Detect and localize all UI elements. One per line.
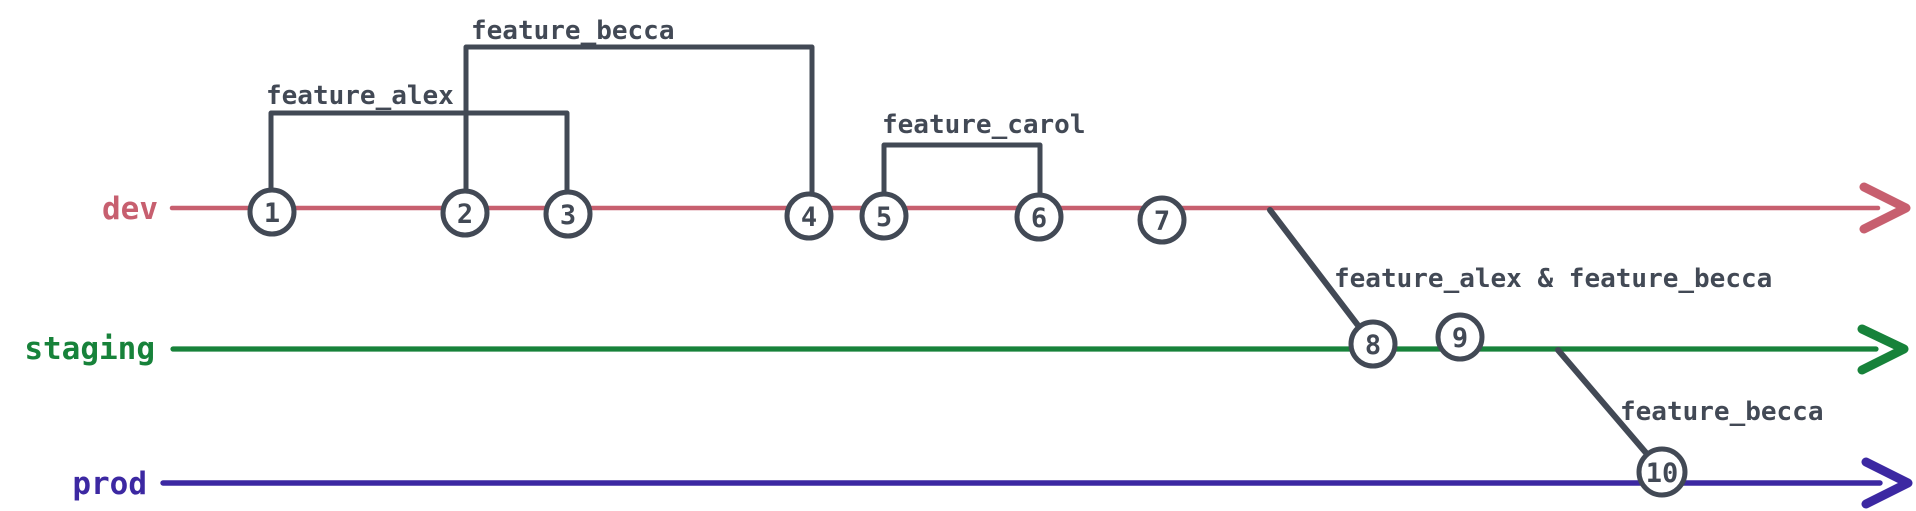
commit-number: 6 [1031, 203, 1047, 234]
merge-label: feature_alex & feature_becca [1334, 264, 1772, 294]
feature-span-label: feature_carol [882, 110, 1086, 140]
commit-number: 4 [801, 202, 817, 233]
arrow-right-icon [1859, 182, 1911, 234]
commit-circle [784, 191, 834, 241]
commit-number: 8 [1365, 330, 1381, 361]
commit-node: 3 [543, 189, 593, 239]
branch-dev: dev [102, 182, 1911, 234]
commit-node: 10 [1636, 446, 1688, 498]
commit-circle [543, 189, 593, 239]
commit-circle [1636, 446, 1688, 498]
commit-node: 7 [1137, 195, 1187, 245]
feature-span-label: feature_alex [266, 81, 454, 111]
feature-alex-bracket [268, 110, 570, 196]
commit-circle [859, 191, 909, 241]
branch-staging: staging [24, 324, 1909, 375]
branch-label-staging: staging [24, 331, 155, 367]
commit-node: 9 [1435, 312, 1485, 362]
commit-node: 4 [784, 191, 834, 241]
commit-number: 9 [1452, 323, 1468, 354]
commit-number: 7 [1154, 206, 1170, 237]
merge-edge-staging-to-prod [1555, 347, 1650, 457]
commit-circle [1137, 195, 1187, 245]
feature-span-label: feature_becca [471, 16, 675, 46]
commit-circle [1348, 319, 1398, 369]
commit-number: 5 [876, 202, 892, 233]
commit-number: 10 [1646, 458, 1679, 489]
commit-node: 8 [1348, 319, 1398, 369]
commit-node: 1 [247, 187, 297, 237]
branch-label-dev: dev [102, 191, 158, 227]
commit-node: 5 [859, 191, 909, 241]
commit-circle [247, 187, 297, 237]
commit-number: 1 [264, 198, 280, 229]
commit-circle [1435, 312, 1485, 362]
feature-carol-bracket [881, 142, 1043, 198]
arrow-right-icon [1857, 324, 1909, 375]
branch-prod: prod [72, 457, 1913, 509]
commit-node: 2 [440, 188, 490, 238]
merge-edge-dev-to-staging [1267, 207, 1363, 331]
commit-number: 3 [560, 200, 576, 231]
merge-label: feature_becca [1620, 397, 1824, 427]
commit-circle [440, 188, 490, 238]
arrow-right-icon [1861, 457, 1913, 509]
commit-node: 6 [1014, 192, 1064, 242]
branch-label-prod: prod [72, 466, 147, 502]
commit-number: 2 [457, 199, 473, 230]
commit-circle [1014, 192, 1064, 242]
feature-becca-bracket [463, 44, 815, 197]
